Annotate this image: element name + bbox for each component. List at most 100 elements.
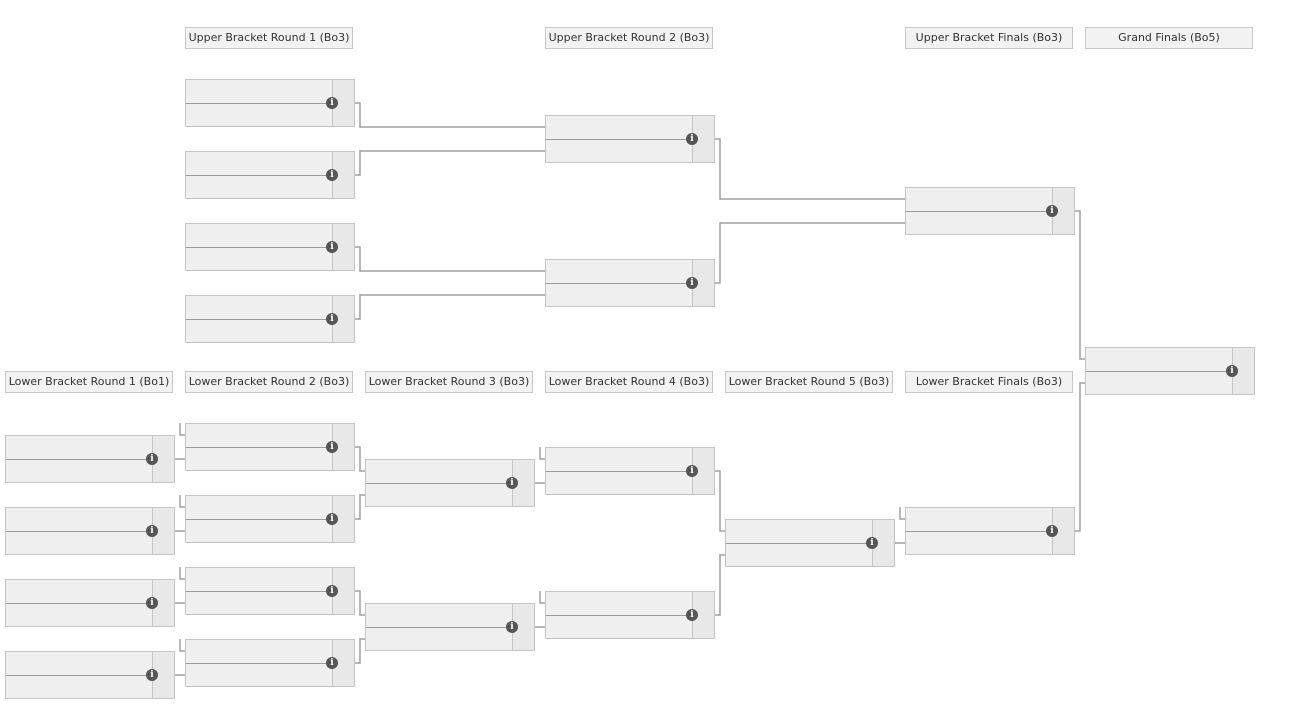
team-slot-bottom[interactable] <box>6 531 153 554</box>
team-slot-top[interactable] <box>186 424 333 448</box>
info-icon[interactable]: i <box>686 133 698 145</box>
info-icon[interactable]: i <box>326 169 338 181</box>
team-slot-bottom[interactable] <box>186 247 333 270</box>
team-slot-top[interactable] <box>186 152 333 176</box>
match-lb-r1-m1[interactable]: i <box>5 435 175 483</box>
info-icon[interactable]: i <box>686 277 698 289</box>
match-lb-r4-m2[interactable]: i <box>545 591 715 639</box>
info-icon[interactable]: i <box>686 609 698 621</box>
info-icon[interactable]: i <box>326 441 338 453</box>
match-lb-r1-m2[interactable]: i <box>5 507 175 555</box>
info-icon[interactable]: i <box>146 597 158 609</box>
team-slot-top[interactable] <box>726 520 873 544</box>
connector <box>355 294 545 320</box>
match-ub-r1-m4[interactable]: i <box>185 295 355 343</box>
team-slot-bottom[interactable] <box>546 471 693 494</box>
match-lb-r2-m1[interactable]: i <box>185 423 355 471</box>
match-lb-r3-m1[interactable]: i <box>365 459 535 507</box>
match-ub-r1-m3[interactable]: i <box>185 223 355 271</box>
connector <box>715 138 905 200</box>
team-slot-bottom[interactable] <box>6 459 153 482</box>
team-slot-top[interactable] <box>366 460 513 484</box>
connector <box>899 507 905 520</box>
header-ub-round-2: Upper Bracket Round 2 (Bo3) <box>545 27 713 49</box>
info-icon[interactable]: i <box>1046 525 1058 537</box>
team-slot-top[interactable] <box>6 436 153 460</box>
match-lb-r3-m2[interactable]: i <box>365 603 535 651</box>
team-slot-bottom[interactable] <box>186 175 333 198</box>
connector <box>355 446 365 472</box>
connector <box>355 494 365 520</box>
team-slot-bottom[interactable] <box>366 483 513 506</box>
team-slot-bottom[interactable] <box>186 319 333 342</box>
info-icon[interactable]: i <box>326 241 338 253</box>
info-icon[interactable]: i <box>146 525 158 537</box>
team-slot-bottom[interactable] <box>6 603 153 626</box>
info-icon[interactable]: i <box>326 513 338 525</box>
team-slot-bottom[interactable] <box>906 211 1053 234</box>
header-ub-finals: Upper Bracket Finals (Bo3) <box>905 27 1073 49</box>
match-lb-r2-m2[interactable]: i <box>185 495 355 543</box>
match-ub-r2-m1[interactable]: i <box>545 115 715 163</box>
info-icon[interactable]: i <box>686 465 698 477</box>
team-slot-top[interactable] <box>366 604 513 628</box>
info-icon[interactable]: i <box>1046 205 1058 217</box>
header-lb-round-2: Lower Bracket Round 2 (Bo3) <box>185 371 353 393</box>
connector <box>539 447 545 460</box>
connector <box>355 246 545 272</box>
team-slot-top[interactable] <box>186 640 333 664</box>
info-icon[interactable]: i <box>146 669 158 681</box>
team-slot-top[interactable] <box>186 224 333 248</box>
info-icon[interactable]: i <box>146 453 158 465</box>
team-slot-bottom[interactable] <box>186 519 333 542</box>
match-lb-r1-m3[interactable]: i <box>5 579 175 627</box>
team-slot-bottom[interactable] <box>546 615 693 638</box>
team-slot-top[interactable] <box>186 296 333 320</box>
match-lb-r2-m4[interactable]: i <box>185 639 355 687</box>
team-slot-bottom[interactable] <box>1086 371 1233 394</box>
info-icon[interactable]: i <box>506 477 518 489</box>
match-lb-r4-m1[interactable]: i <box>545 447 715 495</box>
match-ub-r1-m2[interactable]: i <box>185 151 355 199</box>
match-ub-finals[interactable]: i <box>905 187 1075 235</box>
team-slot-bottom[interactable] <box>366 627 513 650</box>
team-slot-top[interactable] <box>186 80 333 104</box>
team-slot-top[interactable] <box>546 592 693 616</box>
connector <box>715 222 905 284</box>
team-slot-bottom[interactable] <box>186 103 333 126</box>
team-slot-top[interactable] <box>546 260 693 284</box>
team-slot-top[interactable] <box>906 508 1053 532</box>
team-slot-top[interactable] <box>186 496 333 520</box>
match-grand-finals[interactable]: i <box>1085 347 1255 395</box>
info-icon[interactable]: i <box>1226 365 1238 377</box>
team-slot-bottom[interactable] <box>546 283 693 306</box>
team-slot-bottom[interactable] <box>186 663 333 686</box>
team-slot-bottom[interactable] <box>726 543 873 566</box>
info-icon[interactable]: i <box>326 657 338 669</box>
team-slot-top[interactable] <box>906 188 1053 212</box>
team-slot-top[interactable] <box>186 568 333 592</box>
team-slot-top[interactable] <box>546 116 693 140</box>
team-slot-bottom[interactable] <box>546 139 693 162</box>
info-icon[interactable]: i <box>326 313 338 325</box>
info-icon[interactable]: i <box>326 585 338 597</box>
match-ub-r1-m1[interactable]: i <box>185 79 355 127</box>
team-slot-top[interactable] <box>6 652 153 676</box>
connector <box>355 638 365 664</box>
info-icon[interactable]: i <box>866 537 878 549</box>
match-ub-r2-m2[interactable]: i <box>545 259 715 307</box>
team-slot-top[interactable] <box>6 508 153 532</box>
team-slot-bottom[interactable] <box>186 591 333 614</box>
team-slot-bottom[interactable] <box>6 675 153 698</box>
info-icon[interactable]: i <box>326 97 338 109</box>
info-icon[interactable]: i <box>506 621 518 633</box>
match-lb-r1-m4[interactable]: i <box>5 651 175 699</box>
match-lb-r2-m3[interactable]: i <box>185 567 355 615</box>
match-lb-r5-m1[interactable]: i <box>725 519 895 567</box>
team-slot-bottom[interactable] <box>186 447 333 470</box>
team-slot-top[interactable] <box>546 448 693 472</box>
team-slot-top[interactable] <box>6 580 153 604</box>
team-slot-bottom[interactable] <box>906 531 1053 554</box>
team-slot-top[interactable] <box>1086 348 1233 372</box>
match-lb-finals[interactable]: i <box>905 507 1075 555</box>
